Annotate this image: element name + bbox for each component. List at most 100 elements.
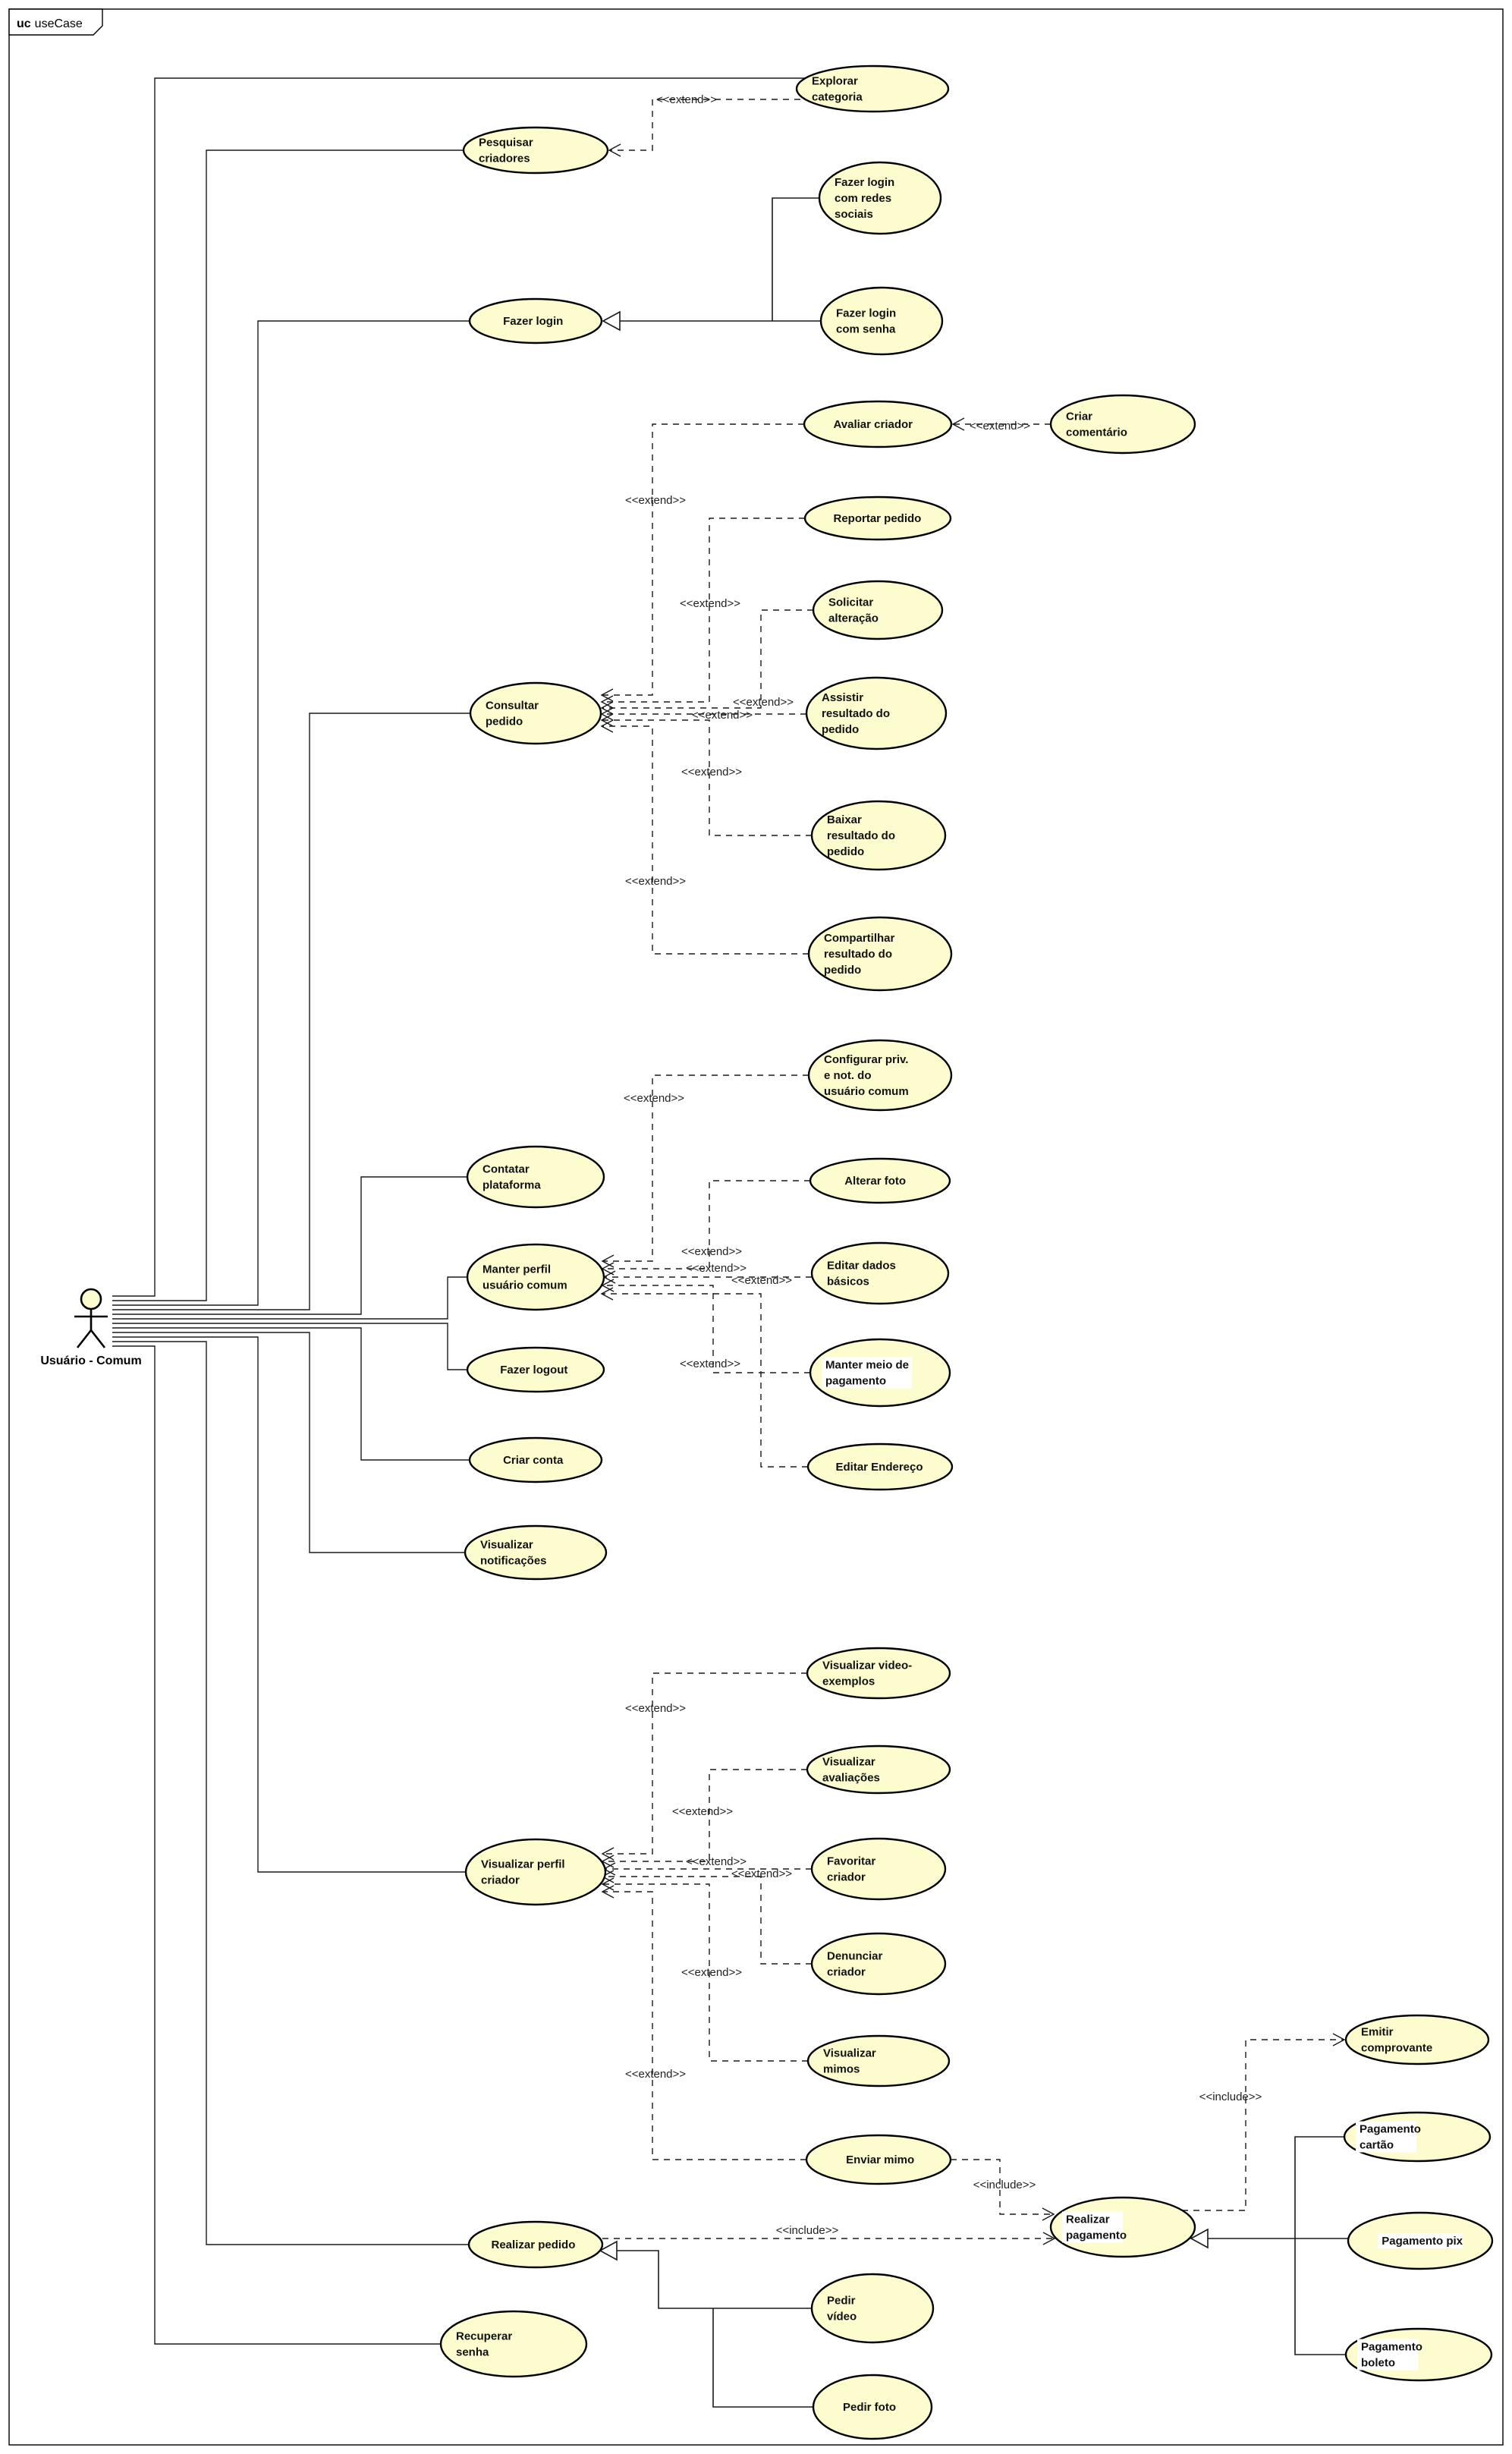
extend-stereotype-label: <<extend>> [692,709,753,722]
usecase-label: criador [827,1966,866,1979]
usecase-ellipse [809,1157,951,1204]
usecase-ellipse [468,297,603,345]
usecase-fazer-logout: Fazer logout [466,1346,605,1393]
usecase-recuperar-senha: Recuperar senha [439,2310,588,2378]
actor-usuario-comum: Usuário - Comum [40,1288,142,1367]
association-line-explorar-categoria [112,77,872,1297]
usecase-ellipse [1344,2014,1490,2065]
usecase-label: com senha [836,323,896,336]
label-highlight [1357,2339,1419,2371]
label-highlight [1062,2211,1124,2243]
usecase-label: categoria [812,91,863,104]
extend-stereotype-label: <<extend>> [733,696,794,709]
label-highlight [1378,2233,1463,2248]
usecase-label: Fazer login [836,307,896,320]
frame-tab-title: useCase [35,17,83,30]
usecase-label: com redes [835,192,891,205]
open-arrowhead-icon [951,417,965,431]
extend-stereotype-label: <<extend>> [681,1966,742,1979]
association-line-contatar-plataforma [112,1176,536,1315]
usecase-label: Editar Endereço [836,1461,923,1474]
diagram-frame [8,8,1504,2446]
usecase-label: notificações [480,1555,547,1568]
usecase-ellipse [464,1524,608,1581]
usecase-ellipse [464,1838,607,1906]
usecase-ellipse [806,1443,954,1491]
usecase-label: Pedir [827,2295,856,2308]
usecase-pedir-foto: Pedir foto [812,2374,933,2440]
generalization-triangle-icon [602,310,621,332]
usecase-label: Manter perfil [483,1263,551,1276]
generalization-line-realizar-pagamento [1294,2238,1347,2355]
extend-line [602,1180,810,1269]
extend-line [602,719,812,836]
usecase-label: Manter meio de [825,1359,909,1372]
usecase-label: Assistir [822,691,863,704]
usecase-ellipse [795,64,950,113]
generalization-line-realizar-pedido [617,2250,813,2309]
usecase-editar-endereco: Editar Endereço [806,1443,954,1491]
usecase-label: usuário comum [824,1085,909,1098]
label-highlight [822,1357,913,1389]
usecase-ellipse [806,2034,951,2087]
usecase-label: usuário comum [483,1279,567,1292]
association-line-visualizar-notificacoes [112,1332,536,1553]
usecase-label: comentário [1066,426,1127,439]
extend-stereotype-label: <<extend>> [970,420,1030,433]
extend-stereotype-label: <<extend>> [731,1867,792,1880]
usecase-realizar-pedido: Realizar pedido [467,2220,604,2269]
extend-line [602,1891,806,2160]
usecase-label: pedido [486,716,523,728]
extend-stereotype-label: <<extend>> [625,875,686,888]
usecase-label: Baixar [827,813,862,826]
usecase-ellipse [807,916,953,992]
usecase-label: Pagamento pix [1382,2235,1463,2248]
usecase-label: exemplos [822,1675,875,1688]
usecase-label: resultado do [827,829,895,842]
usecase-pagamento-pix: Pagamento pix [1347,2211,1494,2270]
association-line-criar-conta [112,1327,536,1461]
usecase-label: plataforma [483,1179,541,1192]
open-arrowhead-icon [1042,2207,1055,2221]
extend-stereotype-label: <<extend>> [680,1358,740,1370]
usecase-label: boleto [1361,2357,1395,2370]
label-highlight [1356,2121,1417,2153]
generalization-triangle-icon [1190,2228,1209,2249]
open-arrowhead-icon [600,719,614,733]
open-arrowhead-icon [600,701,614,715]
usecase-label: Enviar mimo [846,2154,914,2166]
usecase-alterar-foto: Alterar foto [809,1157,951,1204]
usecase-ellipse [469,681,602,745]
usecase-fazer-login: Fazer login [468,297,603,345]
usecase-label: Recuperar [456,2330,512,2343]
usecase-manter-perfil-usuario-comum: Manter perfil usuário comum [466,1243,605,1311]
usecase-label: senha [456,2346,489,2359]
include-stereotype-label: <<include>> [776,2224,839,2237]
open-arrowhead-icon [600,688,614,702]
association-line-recuperar-senha [112,1345,514,2345]
usecase-label: Visualizar perfil [481,1858,565,1871]
usecase-ellipse [818,161,942,235]
usecase-visualizar-video-exemplos: Visualizar video-exemplos [806,1647,951,1700]
usecase-enviar-mimo: Enviar mimo [805,2134,952,2185]
usecase-label: Emitir [1361,2026,1394,2039]
usecase-label: Visualizar [822,1756,875,1769]
usecase-label: básicos [827,1276,869,1288]
extend-arrow-criar-comentario-to-avaliar-criador [951,417,1051,431]
association-line-fazer-login [112,320,536,1306]
usecase-label: Criar [1066,411,1092,423]
actor-label: Usuário - Comum [40,1354,141,1367]
extend-arrow-baixar-resultado-pedido-to-consultar-pedido [600,713,812,836]
usecase-ellipse [439,2310,588,2378]
extend-stereotype-label: <<extend>> [681,766,742,779]
